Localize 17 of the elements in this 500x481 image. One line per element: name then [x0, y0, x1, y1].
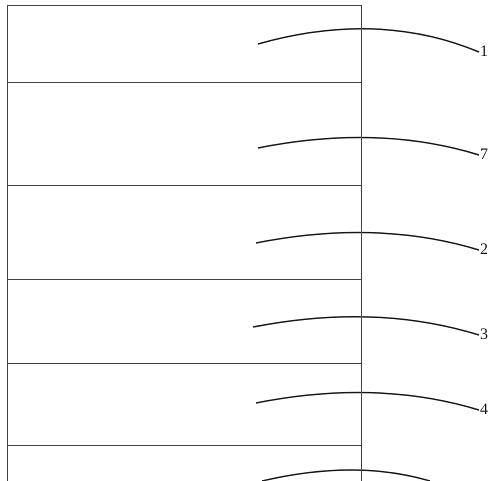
leader-line — [252, 316, 480, 336]
layer-band — [7, 5, 362, 83]
leader-line — [256, 232, 480, 251]
leader-line — [256, 392, 480, 411]
leader-line — [258, 28, 480, 53]
leader-line — [258, 136, 480, 156]
layer-band — [7, 279, 362, 364]
callout-number: 1 — [480, 44, 488, 60]
callout-number: 2 — [480, 242, 488, 258]
callout-number: 4 — [480, 402, 488, 418]
layer-band — [7, 363, 362, 446]
layer-band — [7, 185, 362, 280]
callout-number: 7 — [480, 147, 488, 163]
layer-band — [7, 445, 362, 481]
leader-line — [262, 469, 430, 481]
callout-number: 3 — [480, 327, 488, 343]
layer-band — [7, 82, 362, 186]
